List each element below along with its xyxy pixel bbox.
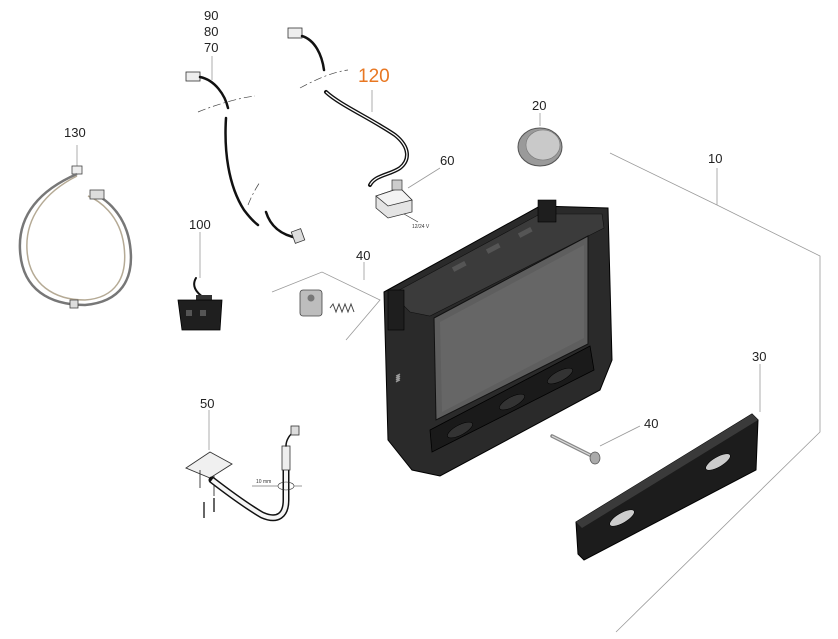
part-10-display-housing: 10 — [383, 151, 722, 477]
part-50-bracket: 10 mm 50 — [185, 396, 302, 522]
callout-80: 80 — [204, 24, 218, 39]
callout-100: 100 — [189, 217, 211, 232]
callout-90: 90 — [204, 8, 218, 23]
callout-60: 60 — [440, 153, 454, 168]
dimension-label: 10 mm — [256, 479, 271, 485]
part-90-80-70-cable: 90 80 70 — [185, 8, 306, 244]
part-60-switch: 12/24 V 60 — [375, 153, 454, 230]
callout-70: 70 — [204, 40, 218, 55]
part-40-screw: 40 — [550, 416, 658, 465]
part-120-cable: 120 — [287, 27, 409, 187]
callout-120: 120 — [358, 66, 390, 87]
part-40-latch-spring: 40 — [271, 248, 381, 341]
part-20-round-cap: 20 — [517, 98, 563, 167]
callout-20: 20 — [532, 98, 546, 113]
part-30-cover-strip: 30 — [575, 349, 766, 561]
part-100-plug: 100 — [177, 217, 223, 331]
part-130-coiled-cable: 130 — [18, 125, 133, 309]
callout-50: 50 — [200, 396, 214, 411]
callout-130: 130 — [64, 125, 86, 140]
callout-30: 30 — [752, 349, 766, 364]
callout-40-lower: 40 — [644, 416, 658, 431]
voltage-label: 12/24 V — [412, 224, 430, 230]
callout-10: 10 — [708, 151, 722, 166]
callout-40-upper: 40 — [356, 248, 370, 263]
assembly-frame — [609, 152, 821, 633]
